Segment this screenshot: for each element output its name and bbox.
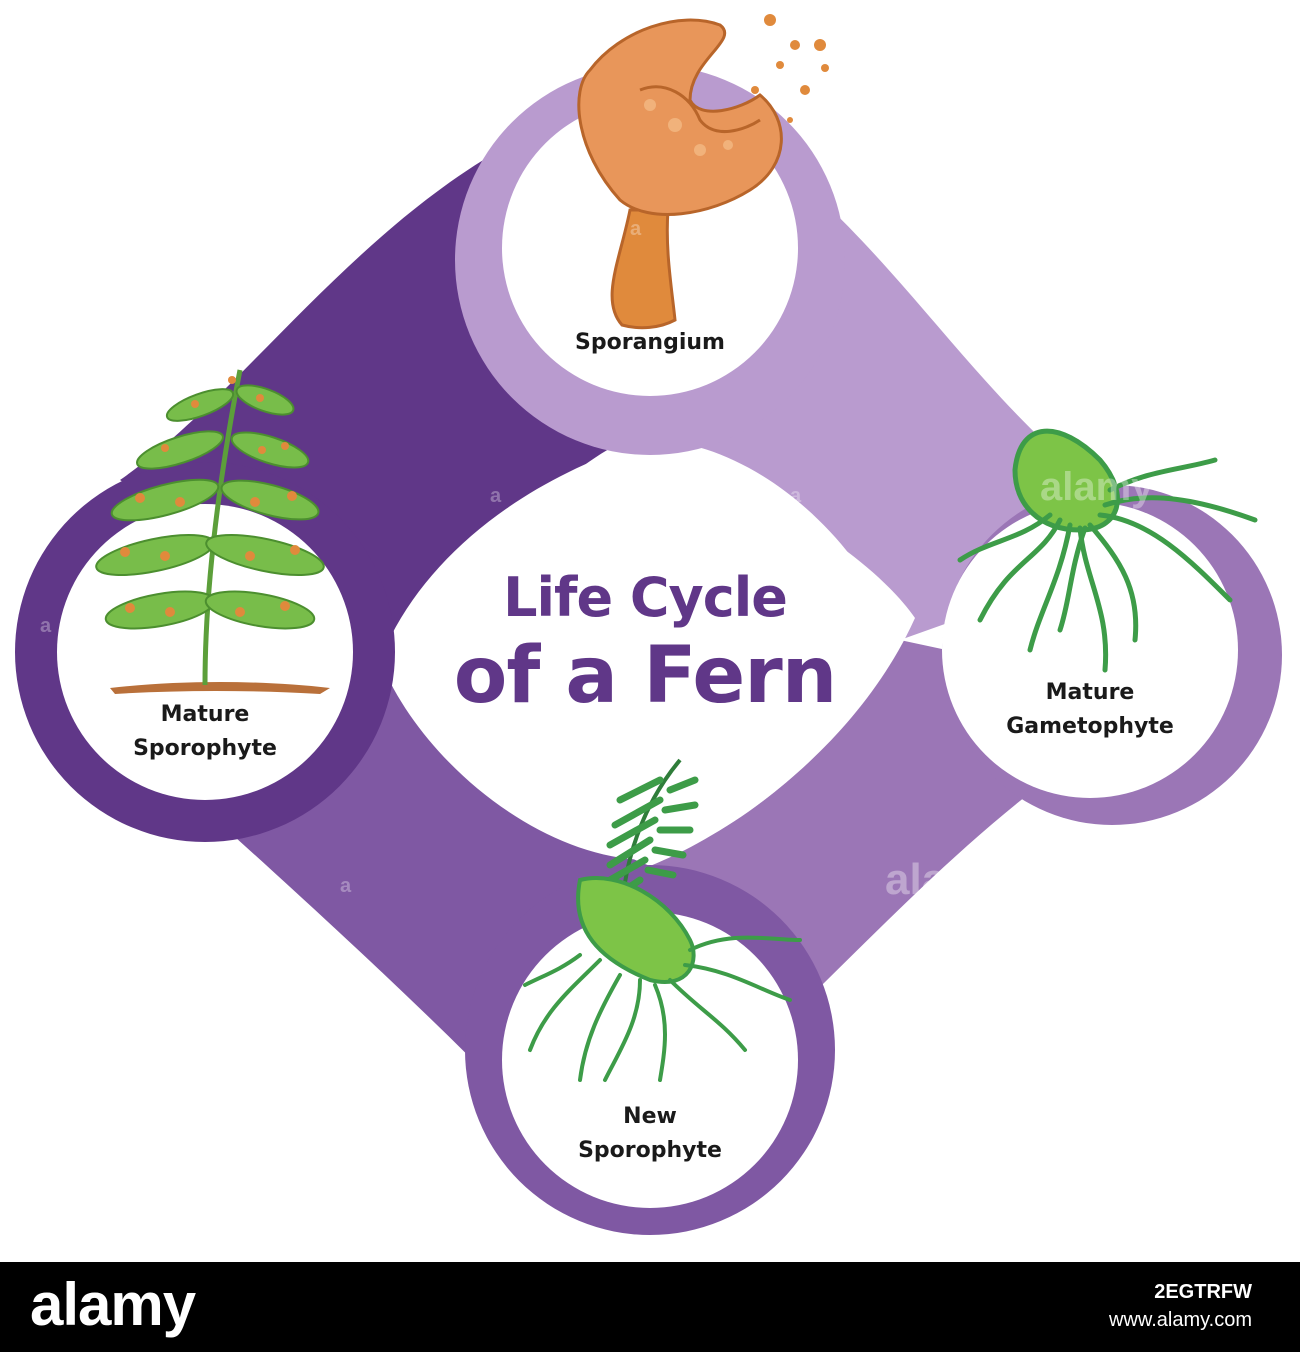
- gametophyte-illustration: [957, 428, 1258, 673]
- stage-label-mature-gametophyte-line2: Gametophyte: [1006, 714, 1174, 739]
- new-sporophyte-illustration: [523, 758, 802, 1082]
- diagram-artwork: [15, 14, 1282, 1235]
- mature-sporophyte-illustration: [95, 369, 330, 694]
- diagram-title-line2: of a Fern: [453, 631, 838, 721]
- stage-label-sporangium-line1: Sporangium: [575, 330, 725, 355]
- stage-label-new-sporophyte: New Sporophyte: [540, 1100, 760, 1168]
- watermark-mark-5: a: [630, 218, 642, 240]
- sporangium-illustration: [577, 14, 829, 330]
- watermark-mark-1: a: [490, 485, 502, 507]
- stage-label-mature-sporophyte-line1: Mature: [160, 702, 250, 727]
- watermark-center: alamy: [885, 855, 1010, 904]
- footer-url-link[interactable]: www.alamy.com: [1109, 1309, 1252, 1331]
- watermark-gametophyte: alamy: [1040, 465, 1154, 509]
- stage-label-new-sporophyte-line1: New: [623, 1104, 677, 1129]
- stage-label-mature-sporophyte-line2: Sporophyte: [133, 736, 277, 761]
- node-mature-gametophyte: [942, 502, 1238, 798]
- watermark-mark-3: a: [40, 615, 52, 637]
- diagram-title-line1: Life Cycle: [503, 566, 788, 629]
- stage-label-new-sporophyte-line2: Sporophyte: [578, 1138, 722, 1163]
- stage-label-sporangium: Sporangium: [530, 326, 770, 360]
- footer-brand-logo[interactable]: alamy: [30, 1271, 196, 1338]
- stage-label-mature-gametophyte: Mature Gametophyte: [980, 676, 1200, 744]
- stock-footer-bar: alamy 2EGTRFW www.alamy.com: [0, 1262, 1300, 1352]
- footer-image-code: 2EGTRFW: [1154, 1281, 1252, 1303]
- watermark-mark-2: a: [790, 485, 802, 507]
- fern-life-cycle-diagram: Life Cycle of a Fern Sporangium Mature G…: [15, 14, 1282, 1235]
- watermark-mark-4: a: [340, 875, 352, 897]
- center-lens: [400, 438, 915, 866]
- stage-label-mature-gametophyte-line1: Mature: [1045, 680, 1135, 705]
- stage-label-mature-sporophyte: Mature Sporophyte: [95, 698, 315, 766]
